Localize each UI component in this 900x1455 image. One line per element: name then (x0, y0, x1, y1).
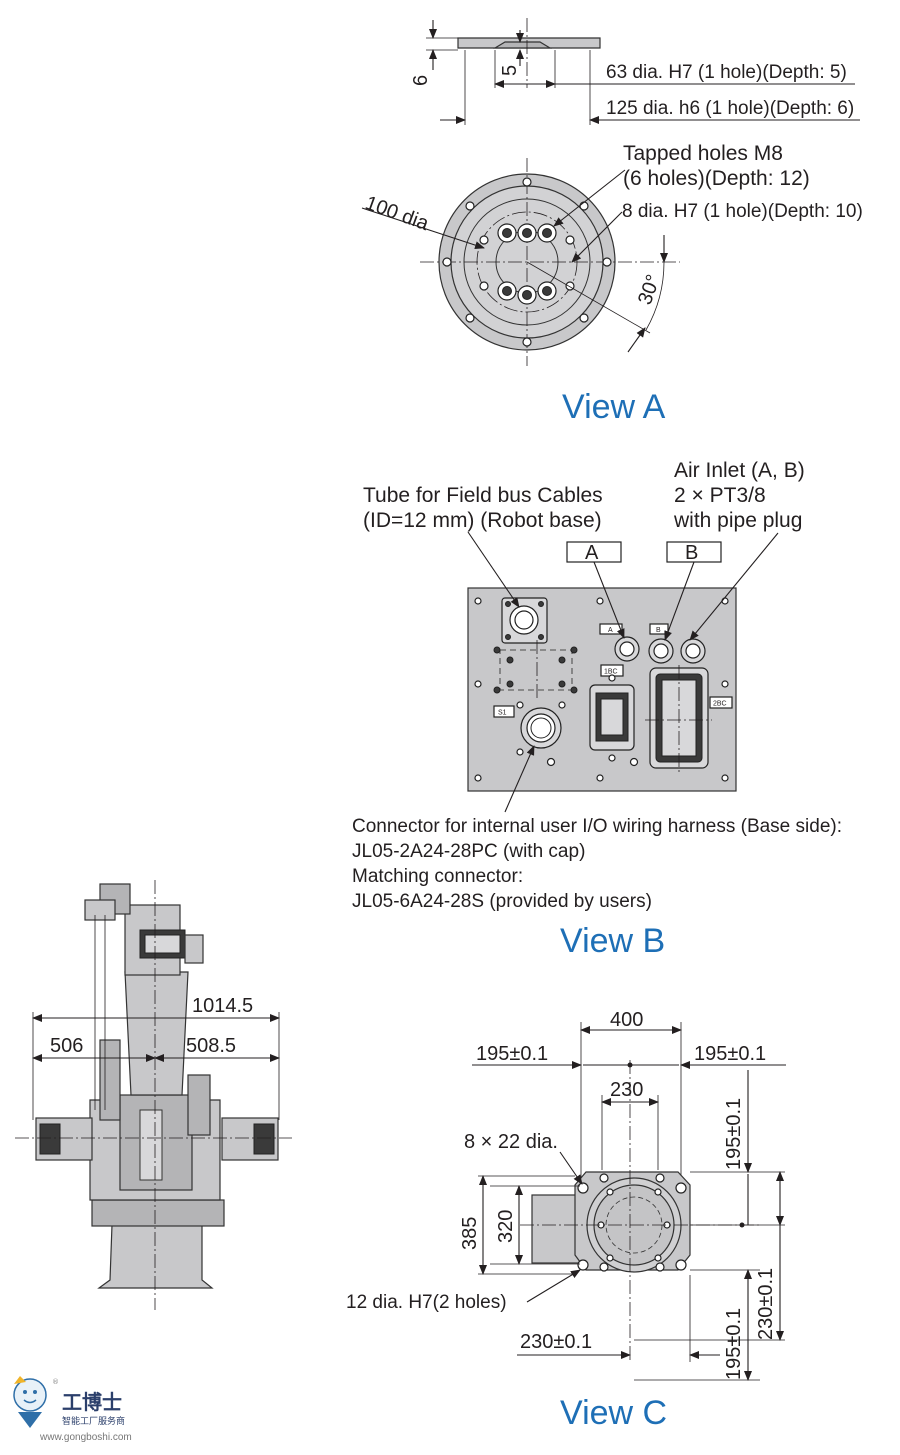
plate-corner-holes (474, 597, 729, 782)
watermark-slogan: 智能工厂服务商 (62, 1415, 125, 1427)
tube-label-line2: (ID=12 mm) (Robot base) (363, 509, 602, 532)
flange-section (426, 18, 860, 125)
watermark-logo: ® 工博士 智能工厂服务商 www.gongboshi.com (13, 1376, 132, 1443)
dim-385: 385 (459, 1217, 481, 1250)
dim-5: 5 (499, 65, 521, 76)
port-b-letter: B (685, 542, 698, 564)
view-c-title: View C (560, 1394, 667, 1432)
view-a-title: View A (562, 388, 666, 426)
base-bolt-holes (577, 1173, 687, 1272)
air-inlet-line2: 2 × PT3/8 (674, 484, 766, 507)
dim-230-vertical: 230±0.1 (755, 1268, 777, 1340)
tapped-holes (497, 223, 557, 305)
tube-label-line1: Tube for Field bus Cables (363, 484, 603, 507)
angle-label: 30° (634, 272, 665, 308)
dim-400: 400 (610, 1009, 643, 1031)
tag-b: B (656, 627, 661, 634)
dim-195-vertical-bottom: 195±0.1 (723, 1308, 745, 1380)
dim-195-left: 195±0.1 (476, 1043, 548, 1065)
tag-1bc: 1BC (604, 669, 618, 676)
air-inlet-line3: with pipe plug (673, 509, 802, 532)
dim-195-right: 195±0.1 (694, 1043, 766, 1065)
holes-22-label: 8 × 22 dia. (464, 1131, 558, 1153)
dim-320: 320 (495, 1210, 517, 1243)
connector-line1: Connector for internal user I/O wiring h… (352, 816, 842, 837)
connector-line3: Matching connector: (352, 866, 523, 887)
view-b: Air Inlet (A, B) 2 × PT3/8 with pipe plu… (352, 459, 842, 960)
dim-506: 506 (50, 1035, 83, 1057)
tag-a: A (608, 627, 613, 634)
dim-1014-5: 1014.5 (192, 995, 253, 1017)
mascot-icon (13, 1376, 47, 1428)
dim-195-vertical-top: 195±0.1 (723, 1098, 745, 1170)
pcd-label: 100 dia (362, 192, 432, 235)
view-c (472, 1022, 786, 1381)
watermark-brand: 工博士 (62, 1390, 122, 1414)
robot-side-view (15, 880, 292, 1310)
view-a: 6 5 63 dia. H7 (1 hole)(Depth: 5) 125 di… (361, 18, 863, 426)
dia-125-label: 125 dia. h6 (1 hole)(Depth: 6) (606, 98, 854, 119)
holes-12-label: 12 dia. H7(2 holes) (346, 1292, 507, 1313)
base-footprint (520, 1060, 760, 1360)
dim-230-bottom: 230±0.1 (520, 1331, 592, 1353)
tag-s1: S1 (498, 710, 507, 717)
port-a-letter: A (585, 542, 599, 564)
tapped-holes-line1: Tapped holes M8 (623, 142, 783, 165)
connector-line4: JL05-6A24-28S (provided by users) (352, 891, 652, 912)
connector-line2: JL05-2A24-28PC (with cap) (352, 841, 585, 862)
watermark-url: www.gongboshi.com (39, 1432, 132, 1443)
dia-63-label: 63 dia. H7 (1 hole)(Depth: 5) (606, 62, 847, 83)
watermark-reg: ® (52, 1378, 59, 1386)
base-plate: S1 1BC 2BC A B (467, 587, 737, 792)
view-b-title: View B (560, 922, 665, 960)
air-inlet-line1: Air Inlet (A, B) (674, 459, 805, 482)
tag-2bc: 2BC (713, 701, 727, 708)
dim-230: 230 (610, 1079, 643, 1101)
dim-508-5: 508.5 (186, 1035, 236, 1057)
tapped-holes-line2: (6 holes)(Depth: 12) (623, 167, 810, 190)
pin-hole-label: 8 dia. H7 (1 hole)(Depth: 10) (622, 201, 863, 222)
dim-6: 6 (410, 75, 432, 86)
